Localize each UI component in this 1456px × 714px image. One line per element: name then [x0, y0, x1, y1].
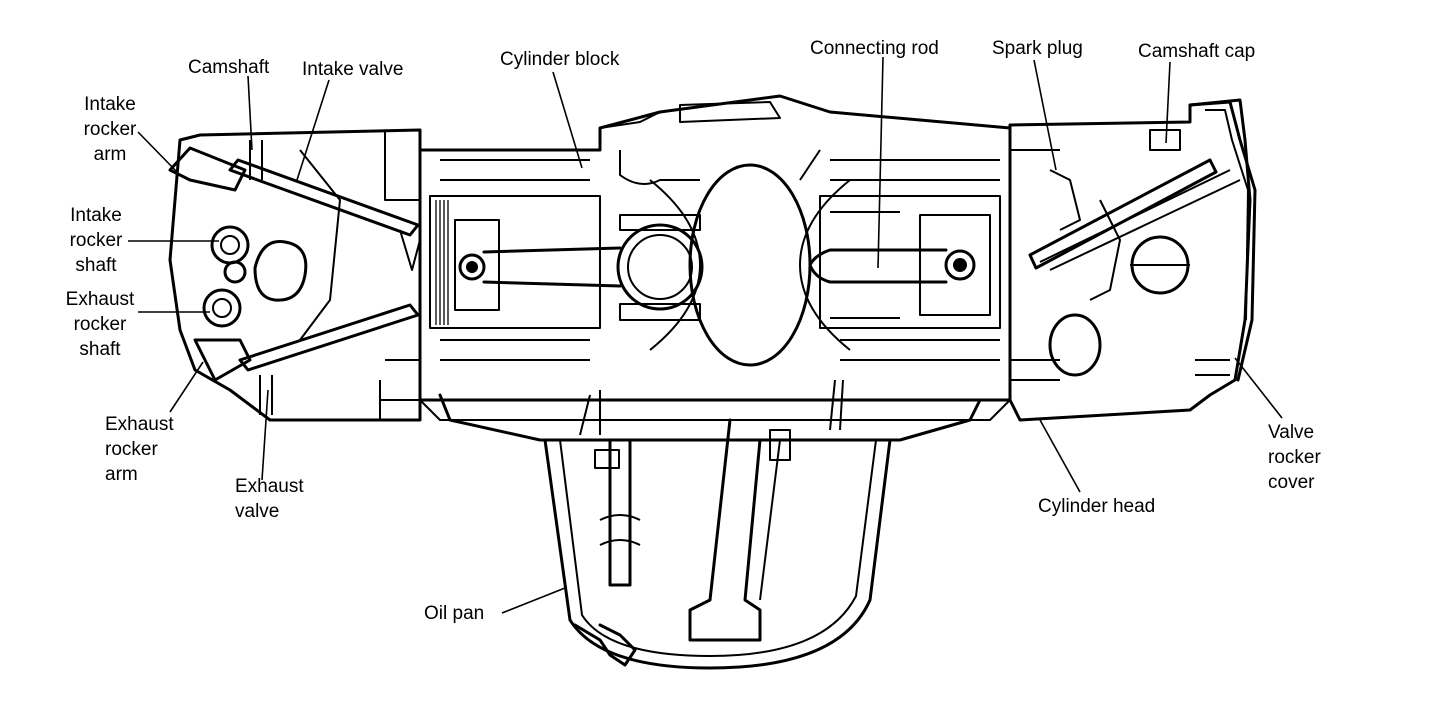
label-intake-valve: Intake valve — [302, 59, 404, 80]
leader-cylinder-head — [1039, 419, 1081, 493]
leader-intake-valve — [296, 79, 330, 181]
leader-valve-rocker-cover — [1234, 357, 1283, 419]
label-cylinder-block: Cylinder block — [500, 49, 620, 70]
label-intake-rocker-shaft: Intake rocker shaft — [69, 205, 123, 276]
leader-cylinder-block — [552, 71, 583, 169]
label-exhaust-valve: Exhaust valve — [235, 476, 304, 522]
right-cylinder-head-drawing — [1008, 98, 1257, 422]
label-intake-rocker-arm: Intake rocker arm — [83, 94, 137, 165]
label-oil-pan: Oil pan — [424, 603, 485, 624]
left-cylinder-head-drawing — [168, 128, 422, 422]
leader-spark-plug — [1033, 59, 1057, 171]
leader-lines — [128, 56, 1283, 614]
label-spark-plug: Spark plug — [992, 38, 1083, 59]
leader-camshaft-cap — [1165, 61, 1171, 144]
label-exhaust-rocker-shaft: Exhaust rocker shaft — [65, 289, 135, 360]
leader-oil-pan — [501, 587, 566, 614]
label-connecting-rod: Connecting rod — [810, 38, 939, 59]
label-cylinder-head: Cylinder head — [1038, 496, 1156, 517]
label-camshaft: Camshaft — [188, 57, 270, 78]
leader-exhaust-valve — [261, 389, 269, 481]
label-camshaft-cap: Camshaft cap — [1138, 41, 1256, 62]
right-piston-drawing — [808, 211, 991, 319]
label-exhaust-rocker-arm: Exhaust rocker arm — [105, 414, 174, 485]
cylinder-block-drawing — [418, 94, 1012, 421]
leader-camshaft — [247, 75, 253, 151]
leader-exhaust-rocker-arm — [169, 361, 204, 413]
left-piston-drawing — [454, 214, 704, 321]
leader-connecting-rod — [877, 56, 884, 269]
leader-intake-rocker-arm — [137, 131, 179, 174]
oil-pan-drawing — [438, 379, 982, 670]
label-valve-rocker-cover: Valve rocker cover — [1268, 422, 1321, 493]
